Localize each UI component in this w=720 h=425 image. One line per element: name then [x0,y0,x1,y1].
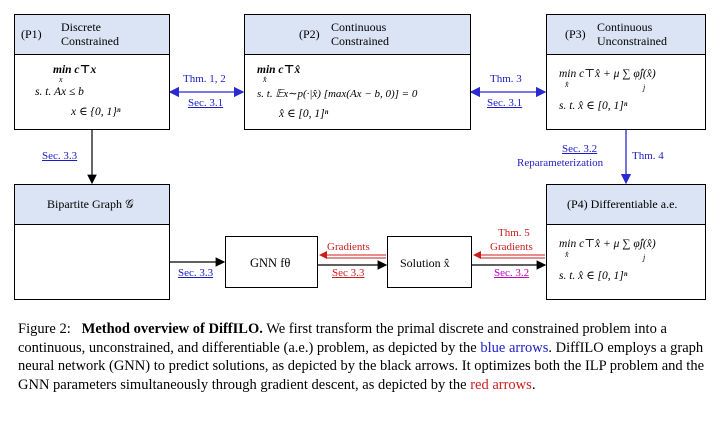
solution-label: Solution x̂ [400,256,450,270]
label-gradients-2: Gradients [490,241,533,253]
p2-title-line1: Continuous [331,20,387,34]
p3-title-line2: Unconstrained [597,34,667,48]
bipartite-box: Bipartite Graph 𝒢 [14,184,170,300]
label-thm4: Thm. 4 [632,150,664,162]
p4-objective: min c⊤x̂ + μ ∑ φ̂j(x̂) [559,238,656,250]
p3-objective: min c⊤x̂ + μ ∑ φ̂j(x̂) [559,68,656,80]
p1-objective-sub: x [59,75,63,84]
p2-box: (P2) Continuous Constrained min c⊤x̂ x̂ … [244,14,471,130]
p1-box: (P1) Discrete Constrained min c⊤x x s. t… [14,14,170,130]
p1-title-line1: Discrete [61,20,101,34]
p1-label: (P1) [21,27,42,41]
label-reparam: Reparameterization [517,157,604,169]
caption-text-3: . [531,376,536,393]
bipartite-title: Bipartite Graph 𝒢 [47,197,134,211]
p1-constraint: s. t. Ax ≤ b [35,86,84,98]
p1-domain: x ∈ {0, 1}ⁿ [71,106,121,118]
label-sec33-bottom: Sec. 3.3 [178,267,214,279]
figure-caption: Figure 2: Method overview of DiffILO. We… [18,320,708,394]
gnn-box: GNN fθ [225,236,318,288]
label-sec31-b: Sec. 3.1 [487,97,523,109]
solution-box: Solution x̂ [387,236,472,288]
p2-label: (P2) [299,27,320,41]
p4-sum-sub: j [643,253,646,262]
p3-objective-sub: x̂ [565,80,569,89]
p1-objective: min c⊤x [53,64,97,76]
p3-domain: s. t. x̂ ∈ [0, 1]ⁿ [559,100,628,112]
label-thm12: Thm. 1, 2 [183,73,226,85]
label-sec33-red: Sec 3.3 [332,267,365,279]
p3-box: (P3) Continuous Unconstrained min c⊤x̂ +… [546,14,706,130]
caption-figure-number: Figure 2: [18,321,71,337]
p4-domain: s. t. x̂ ∈ [0, 1]ⁿ [559,270,628,282]
p2-title-line2: Constrained [331,34,389,48]
label-thm3: Thm. 3 [490,73,522,85]
p1-header: (P1) Discrete Constrained [15,15,169,55]
bipartite-header: Bipartite Graph 𝒢 [15,185,169,225]
gnn-label: GNN fθ [250,256,291,270]
caption-blue-arrows: blue arrows [480,339,549,356]
label-gradients-1: Gradients [327,241,370,253]
label-sec32-bottom: Sec. 3.2 [494,267,530,279]
caption-text-1: We first transform the primal discrete a… [18,321,667,356]
p3-title-line1: Continuous [597,20,653,34]
p2-constraint: s. t. 𝔼x∼p(·|x̂) [max(Ax − b, 0)] = 0 [257,88,418,100]
caption-bold-title: Method overview of DiffILO. [81,321,263,337]
label-sec33-left: Sec. 3.3 [42,150,78,162]
p4-box: (P4) Differentiable a.e. min c⊤x̂ + μ ∑ … [546,184,706,300]
p4-title: (P4) Differentiable a.e. [567,197,678,211]
p3-label: (P3) [565,27,586,41]
p2-header: (P2) Continuous Constrained [245,15,470,55]
p1-title-line2: Constrained [61,34,119,48]
p2-domain: x̂ ∈ [0, 1]ⁿ [279,108,329,120]
p4-header: (P4) Differentiable a.e. [547,185,705,225]
p2-objective-sub: x̂ [263,75,267,84]
label-sec32: Sec. 3.2 [562,143,598,155]
p3-header: (P3) Continuous Unconstrained [547,15,705,55]
p4-objective-sub: x̂ [565,250,569,259]
label-sec31-a: Sec. 3.1 [188,97,224,109]
label-thm5: Thm. 5 [498,227,530,239]
caption-red-arrows: red arrows [470,376,532,393]
caption-text-2: . DiffILO employs a graph neural network… [18,339,705,393]
p2-objective: min c⊤x̂ [257,64,301,76]
p3-sum-sub: j [643,83,646,92]
